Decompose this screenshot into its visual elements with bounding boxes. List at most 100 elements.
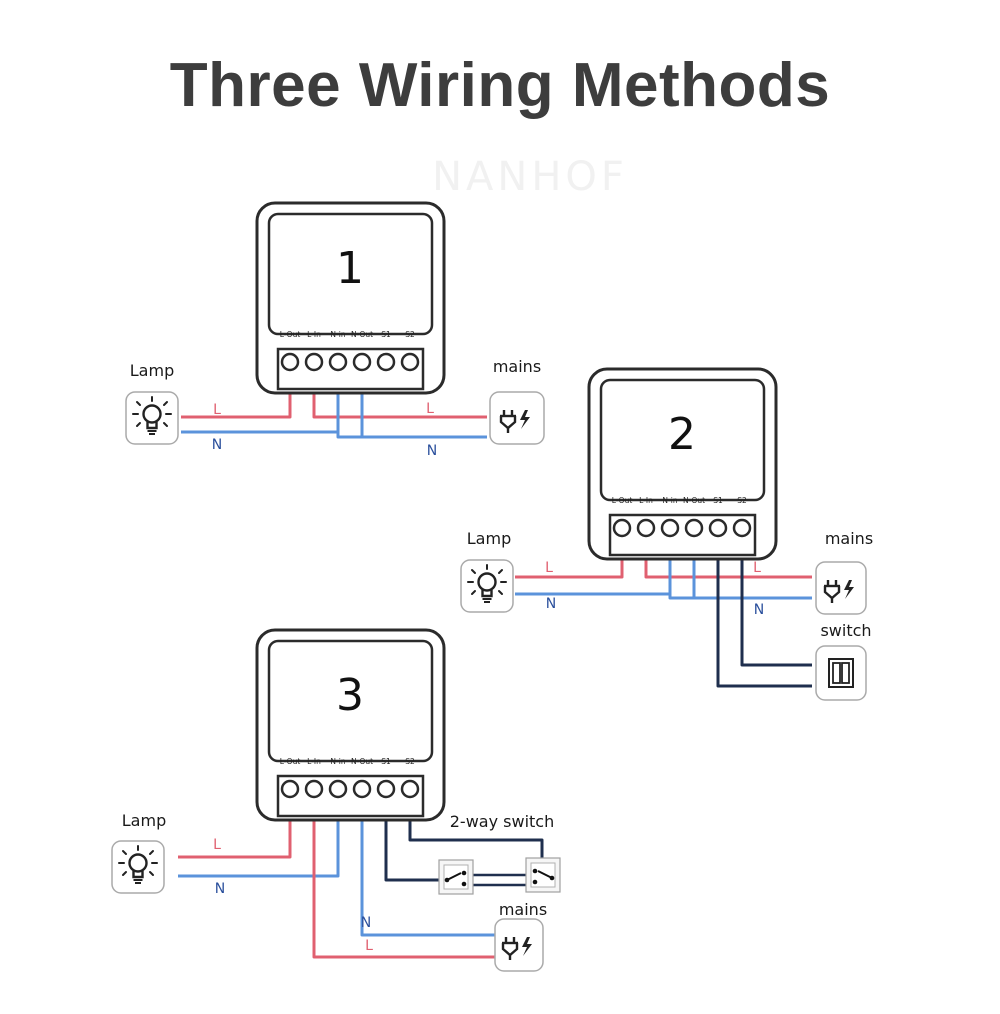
live-label: L <box>426 401 434 417</box>
terminal-block <box>276 774 425 818</box>
wire-s2-switch-2 <box>740 545 812 667</box>
terminal-label: L-Out <box>280 757 301 766</box>
terminal-screw <box>304 352 324 372</box>
bulb-ray <box>471 590 476 595</box>
terminal-screw <box>660 518 680 538</box>
neutral-label: N <box>546 596 556 612</box>
terminal-screw <box>636 518 656 538</box>
lamp-label: Lamp <box>130 361 174 380</box>
live-label: L <box>213 402 221 418</box>
neutral-label: N <box>212 437 222 453</box>
terminal-screw <box>612 518 632 538</box>
switch-frame <box>828 658 854 688</box>
bulb-ray <box>149 871 154 876</box>
plug-icon <box>815 561 867 615</box>
mains-label: mains <box>499 900 547 919</box>
bulb-neck <box>146 422 158 430</box>
wall-switch-icon <box>815 645 867 701</box>
bulb-ray <box>122 871 127 876</box>
module-number: 1 <box>336 243 364 294</box>
lightning-bolt <box>520 410 530 429</box>
terminal-label: N-Out <box>351 757 373 766</box>
switch-contact <box>532 868 538 874</box>
switch-contact <box>461 870 467 876</box>
lightbulb-icon <box>111 840 165 894</box>
two-way-switch-icon <box>525 857 561 893</box>
watermark: NANHOF <box>432 154 628 200</box>
tile-border <box>815 645 867 701</box>
lamp-label: Lamp <box>122 811 166 830</box>
switch-contact <box>444 877 450 883</box>
lightning-bolt <box>522 937 532 956</box>
bulb-ray <box>163 422 168 427</box>
terminal-screw <box>376 352 396 372</box>
terminal-label: S2 <box>737 496 747 505</box>
switch-rocker <box>841 662 850 684</box>
bulb-ray <box>136 401 141 406</box>
tile-border <box>815 561 867 615</box>
terminal-screw <box>280 779 300 799</box>
switch-contact <box>532 879 538 885</box>
terminal-label: N-Out <box>683 496 705 505</box>
terminal-label: S2 <box>405 757 415 766</box>
terminal-screw <box>376 779 396 799</box>
terminal-screw <box>352 779 372 799</box>
page-title: Three Wiring Methods <box>169 51 831 120</box>
terminal-screw <box>400 352 420 372</box>
bulb-ray <box>136 422 141 427</box>
bulb-ray <box>498 569 503 574</box>
bulb-ray <box>471 569 476 574</box>
neutral-label: N <box>427 443 437 459</box>
switch-rocker <box>832 662 841 684</box>
terminal-label: L-In <box>639 496 653 505</box>
live-label: L <box>545 560 553 576</box>
lightbulb-icon <box>125 391 179 445</box>
terminal-screw <box>684 518 704 538</box>
mains-label: mains <box>493 357 541 376</box>
bulb-ray <box>122 850 127 855</box>
terminal-label: L-In <box>307 330 321 339</box>
bulb-globe <box>477 572 497 592</box>
bulb-globe <box>128 853 148 873</box>
terminal-label: S1 <box>381 757 391 766</box>
wire-live-mains-3 <box>312 788 495 959</box>
switch-contact <box>549 875 555 881</box>
terminal-screw <box>732 518 752 538</box>
terminal-label: S1 <box>381 330 391 339</box>
bulb-globe <box>142 404 162 424</box>
terminal-label: N-Out <box>351 330 373 339</box>
terminal-block <box>608 513 757 557</box>
lightning-bolt <box>844 580 854 599</box>
tile-border <box>494 918 544 972</box>
terminal-label: S1 <box>713 496 723 505</box>
lightbulb-icon <box>460 559 514 613</box>
wire-neutral-mains-3 <box>360 788 495 937</box>
terminal-screw <box>708 518 728 538</box>
live-label: L <box>213 837 221 853</box>
devices-layer <box>111 391 867 972</box>
neutral-label: N <box>361 915 371 931</box>
module-number: 3 <box>336 670 364 721</box>
neutral-label: N <box>754 602 764 618</box>
bulb-ray <box>498 590 503 595</box>
live-label: L <box>365 938 373 954</box>
terminal-label: L-Out <box>280 330 301 339</box>
terminal-screw <box>400 779 420 799</box>
terminal-label: N-in <box>330 757 345 766</box>
switch-lever <box>446 872 462 881</box>
lamp-label: Lamp <box>467 529 511 548</box>
switch-label: switch <box>820 621 871 640</box>
terminal-screw <box>328 352 348 372</box>
terminal-label: S2 <box>405 330 415 339</box>
bulb-ray <box>149 850 154 855</box>
terminal-label: N-in <box>662 496 677 505</box>
terminal-screw <box>328 779 348 799</box>
terminal-block <box>276 347 425 391</box>
two-way-switch-icon <box>438 859 474 895</box>
